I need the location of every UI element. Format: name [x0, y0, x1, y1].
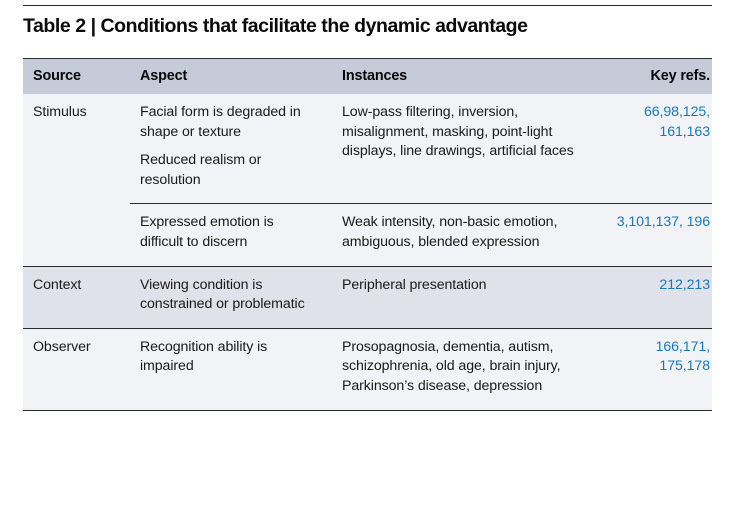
cell-key-refs[interactable]: 66,98,125, 161,163: [602, 94, 712, 204]
cell-instances: Prosopagnosia, dementia, autism, schizop…: [332, 327, 602, 411]
aspect-paragraph: Facial form is degraded in shape or text…: [140, 104, 301, 140]
conditions-table: Source Aspect Instances Key refs. Stimul…: [23, 58, 712, 411]
cell-source: [23, 203, 130, 267]
cell-source: Stimulus: [23, 94, 130, 204]
cell-instances: Weak intensity, non-basic emotion, ambig…: [332, 203, 602, 267]
cell-aspect: Recognition ability is impaired: [130, 327, 332, 411]
column-header-source: Source: [23, 58, 130, 94]
cell-aspect: Facial form is degraded in shape or text…: [130, 94, 332, 204]
cell-aspect: Viewing condition is constrained or prob…: [130, 265, 332, 329]
table-row: Context Viewing condition is constrained…: [23, 265, 712, 329]
cell-key-refs[interactable]: 212,213: [602, 265, 712, 329]
column-header-aspect: Aspect: [130, 58, 332, 94]
aspect-paragraph: Recognition ability is impaired: [140, 338, 268, 375]
column-header-instances: Instances: [332, 58, 602, 94]
cell-instances: Low-pass filtering, inversion, misalignm…: [332, 94, 602, 204]
table-row: Stimulus Facial form is degraded in shap…: [23, 94, 712, 204]
table-header: Source Aspect Instances Key refs.: [23, 58, 712, 94]
cell-aspect: Expressed emotion is difficult to discer…: [130, 203, 332, 267]
top-hairline: [23, 5, 712, 6]
cell-key-refs[interactable]: 166,171, 175,178: [602, 327, 712, 411]
column-header-key-refs: Key refs.: [602, 58, 712, 94]
cell-source: Context: [23, 265, 130, 329]
table-container: Source Aspect Instances Key refs. Stimul…: [23, 58, 712, 411]
table-row: Expressed emotion is difficult to discer…: [23, 203, 712, 267]
cell-source: Observer: [23, 327, 130, 411]
table-row: Observer Recognition ability is impaired…: [23, 327, 712, 411]
cell-instances: Peripheral presentation: [332, 265, 602, 329]
table-title: Table 2 | Conditions that facilitate the…: [23, 15, 528, 37]
aspect-paragraph: Expressed emotion is difficult to discer…: [140, 214, 274, 250]
header-row: Source Aspect Instances Key refs.: [23, 58, 712, 94]
aspect-paragraph: Reduced realism or resolution: [140, 152, 262, 188]
table-body: Stimulus Facial form is degraded in shap…: [23, 94, 712, 411]
aspect-paragraph: Viewing condition is constrained or prob…: [140, 276, 305, 313]
cell-key-refs[interactable]: 3,101,137, 196: [602, 203, 712, 267]
